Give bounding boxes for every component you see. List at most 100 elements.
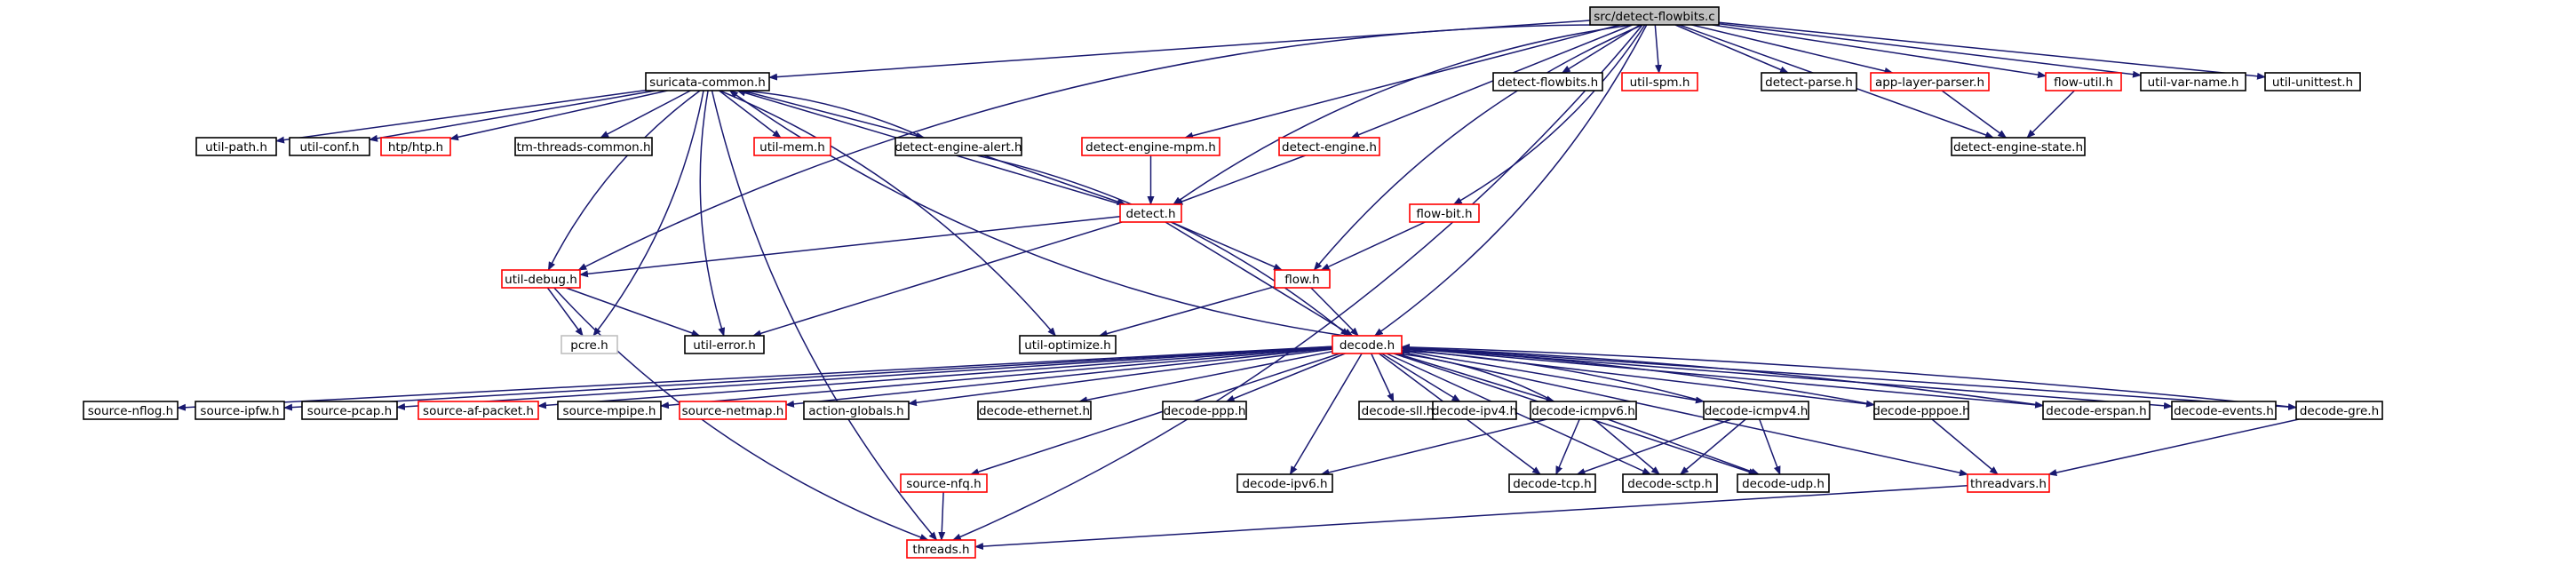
node-box [1119, 203, 1182, 223]
node-util-mem[interactable]: util-mem.h [753, 137, 831, 156]
node-detect-engine-mpm[interactable]: detect-engine-mpm.h [1081, 137, 1220, 156]
node-detect-flowbits-h[interactable]: detect-flowbits.h [1492, 72, 1603, 91]
node-util-path[interactable]: util-path.h [195, 137, 277, 156]
edge-detect-engine-alert-to-decode-h [976, 155, 1350, 337]
node-threadvars[interactable]: threadvars.h [1967, 473, 2050, 493]
node-detect-parse[interactable]: detect-parse.h [1761, 72, 1857, 91]
edge-detect-h-to-util-error [751, 221, 1123, 338]
node-root[interactable]: src/detect-flowbits.c [1589, 6, 1720, 26]
node-label: app-layer-parser.h [1875, 75, 1984, 90]
node-decode-ppp[interactable]: decode-ppp.h [1162, 401, 1247, 420]
node-util-error[interactable]: util-error.h [684, 335, 765, 354]
node-source-nfq[interactable]: source-nfq.h [900, 473, 988, 493]
edge-decode-h-to-source-mpipe [660, 346, 1333, 409]
node-detect-h[interactable]: detect.h [1119, 203, 1182, 223]
node-source-af-packet[interactable]: source-af-packet.h [417, 401, 539, 420]
node-box [2042, 401, 2151, 420]
node-box [2295, 401, 2383, 420]
node-label: detect-flowbits.h [1498, 75, 1598, 90]
node-flow-util[interactable]: flow-util.h [2045, 72, 2122, 91]
edge-suricata-common-to-util-conf [369, 90, 656, 142]
node-box [1236, 473, 1333, 493]
node-label: decode-gre.h [2300, 404, 2379, 418]
edge-suricata-common-to-tm-threads-common [600, 90, 691, 139]
node-detect-engine-state[interactable]: detect-engine-state.h [1951, 137, 2086, 156]
node-util-debug[interactable]: util-debug.h [501, 269, 581, 289]
edge-decode-icmpv4-to-decode-h [1401, 347, 1705, 402]
node-box [2171, 401, 2277, 420]
node-label: decode-ipv6.h [1242, 477, 1327, 491]
node-decode-events[interactable]: decode-events.h [2171, 401, 2277, 420]
node-flow-h[interactable]: flow.h [1274, 269, 1331, 289]
node-label: source-af-packet.h [423, 404, 534, 418]
edge-source-nfq-to-threads [938, 491, 946, 541]
node-decode-icmpv6[interactable]: decode-icmpv6.h [1530, 401, 1637, 420]
node-detect-engine[interactable]: detect-engine.h [1278, 137, 1380, 156]
node-label: decode-tcp.h [1513, 477, 1591, 491]
node-source-netmap[interactable]: source-netmap.h [679, 401, 787, 420]
node-box [514, 137, 653, 156]
edge-root-to-detect-engine-mpm [1184, 24, 1621, 139]
node-decode-sctp[interactable]: decode-sctp.h [1622, 473, 1718, 493]
node-source-ipfw[interactable]: source-ipfw.h [195, 401, 285, 420]
node-htp-htp[interactable]: htp/htp.h [380, 137, 451, 156]
node-decode-icmpv4[interactable]: decode-icmpv4.h [1703, 401, 1809, 420]
edge-decode-h-to-decode-ppp [1225, 353, 1346, 402]
edge-decode-h-to-decode-gre [1401, 346, 2297, 411]
node-label: suricata-common.h [649, 75, 766, 90]
node-source-mpipe[interactable]: source-mpipe.h [557, 401, 662, 420]
node-box [1967, 473, 2050, 493]
node-util-optimize[interactable]: util-optimize.h [1019, 335, 1117, 354]
node-box [83, 401, 179, 420]
node-label: decode-icmpv4.h [1705, 404, 1809, 418]
node-box [900, 473, 988, 493]
node-box [301, 401, 398, 420]
node-action-globals[interactable]: action-globals.h [803, 401, 910, 420]
node-label: detect-parse.h [1765, 75, 1853, 90]
edge-root-to-util-unittest [1718, 21, 2266, 80]
node-label: source-nflog.h [88, 404, 173, 418]
node-threads[interactable]: threads.h [906, 539, 976, 559]
node-decode-ipv6[interactable]: decode-ipv6.h [1236, 473, 1333, 493]
node-decode-sll[interactable]: decode-sll.h [1358, 401, 1437, 420]
node-util-conf[interactable]: util-conf.h [289, 137, 370, 156]
node-box [2045, 72, 2122, 91]
node-box [380, 137, 451, 156]
edge-decode-erspan-to-decode-h [1401, 344, 2044, 407]
node-util-var-name[interactable]: util-var-name.h [2140, 72, 2246, 91]
edge-decode-h-to-source-nflog [177, 346, 1333, 411]
edge-decode-h-to-decode-icmpv6 [1395, 353, 1555, 403]
node-source-pcap[interactable]: source-pcap.h [301, 401, 398, 420]
edge-decode-gre-to-decode-h [1401, 343, 2297, 409]
node-detect-engine-alert[interactable]: detect-engine-alert.h [894, 137, 1022, 156]
node-source-nflog[interactable]: source-nflog.h [83, 401, 179, 420]
node-decode-h[interactable]: decode.h [1332, 335, 1403, 354]
node-tm-threads-common[interactable]: tm-threads-common.h [514, 137, 653, 156]
node-suricata-common[interactable]: suricata-common.h [645, 72, 770, 91]
node-label: src/detect-flowbits.c [1594, 10, 1714, 24]
node-flow-bit[interactable]: flow-bit.h [1409, 203, 1480, 223]
node-label: detect-engine-alert.h [895, 140, 1022, 155]
node-label: source-ipfw.h [200, 404, 279, 418]
node-decode-ethernet[interactable]: decode-ethernet.h [977, 401, 1092, 420]
node-box [753, 137, 831, 156]
node-label: util-unittest.h [2272, 75, 2353, 90]
edge-decode-h-to-decode-sctp [1386, 353, 1652, 475]
node-pcre[interactable]: pcre.h [561, 335, 618, 354]
node-decode-pppoe[interactable]: decode-pppoe.h [1872, 401, 1970, 420]
node-label: threadvars.h [1970, 477, 2047, 491]
node-box [679, 401, 787, 420]
node-decode-gre[interactable]: decode-gre.h [2295, 401, 2383, 420]
node-app-layer-parser[interactable]: app-layer-parser.h [1870, 72, 1990, 91]
node-label: util-error.h [693, 338, 756, 353]
edge-suricata-common-to-util-error [699, 90, 726, 337]
node-util-unittest[interactable]: util-unittest.h [2264, 72, 2361, 91]
node-decode-ipv4[interactable]: decode-ipv4.h [1432, 401, 1517, 420]
node-decode-udp[interactable]: decode-udp.h [1737, 473, 1830, 493]
node-box [557, 401, 662, 420]
node-util-spm[interactable]: util-spm.h [1621, 72, 1698, 91]
node-box [289, 137, 370, 156]
node-decode-tcp[interactable]: decode-tcp.h [1508, 473, 1596, 493]
node-box [1622, 473, 1718, 493]
node-decode-erspan[interactable]: decode-erspan.h [2042, 401, 2151, 420]
